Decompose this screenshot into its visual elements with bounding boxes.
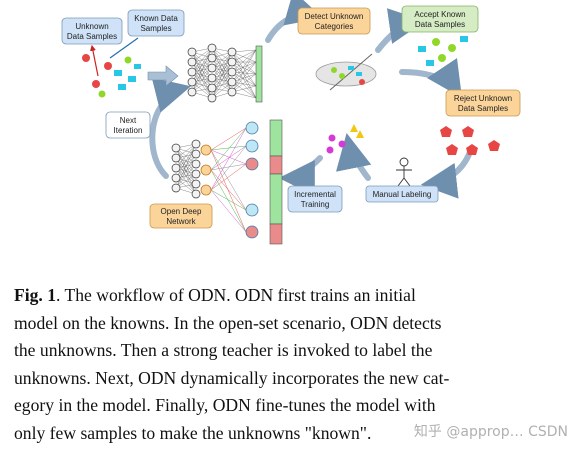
incremental-training-line1: Incremental <box>294 190 336 199</box>
pointer-unknown <box>89 44 99 77</box>
arrow-to-labeling <box>420 149 473 199</box>
manual-labeling-label: Manual Labeling <box>373 190 432 199</box>
pointer-known <box>109 37 139 59</box>
accept-known-line1: Accept Known <box>414 10 465 19</box>
reject-unknown-line2: Data Samples <box>458 104 508 113</box>
caption-line-1: Fig. 1. The workflow of ODN. ODN first t… <box>14 282 570 310</box>
caption-line-1-text: . The workflow of ODN. ODN first trains … <box>56 285 416 305</box>
detect-unknown-line1: Detect Unknown <box>305 12 364 21</box>
bottom-network <box>171 119 283 245</box>
new-category-samples <box>326 124 364 154</box>
arrow-to-new-category <box>336 132 372 181</box>
caption-line-2: model on the knowns. In the open-set sce… <box>14 312 442 333</box>
odn-workflow-figure: Unknown Data Samples Known Data Samples … <box>61 0 521 245</box>
next-iteration-line1: Next <box>120 116 137 125</box>
box-incremental-training: Incremental Training <box>287 185 343 213</box>
figure-caption: Fig. 1. The workflow of ODN. ODN first t… <box>14 282 570 448</box>
top-network <box>187 43 263 103</box>
unknown-samples-line2: Data Samples <box>67 32 117 41</box>
box-open-deep-network: Open Deep Network <box>149 203 213 229</box>
known-samples-line2: Samples <box>140 24 171 33</box>
box-known-samples: Known Data Samples <box>127 9 185 37</box>
box-next-iteration: Next Iteration <box>105 111 151 139</box>
unknown-samples-line1: Unknown <box>75 22 108 31</box>
caption-line-5: egory in the model. Finally, ODN fine-tu… <box>14 395 436 416</box>
box-accept-known: Accept Known Data Samples <box>401 5 479 33</box>
incremental-training-line2: Training <box>301 200 330 209</box>
accept-known-line2: Data Samples <box>415 20 465 29</box>
next-iteration-line2: Iteration <box>114 126 143 135</box>
watermark: 知乎 @approp… CSDN <box>413 424 568 440</box>
caption-line-6: only few samples to make the unknowns "k… <box>14 422 372 443</box>
input-arrow <box>147 65 179 87</box>
box-unknown-samples: Unknown Data Samples <box>61 17 123 45</box>
open-deep-network-line1: Open Deep <box>161 207 202 216</box>
box-detect-unknown: Detect Unknown Categories <box>297 7 371 35</box>
box-reject-unknown: Reject Unknown Data Samples <box>445 89 521 117</box>
arrow-to-incremental <box>278 155 323 196</box>
accepted-samples <box>418 36 468 66</box>
detect-unknown-line2: Categories <box>315 22 354 31</box>
open-deep-network-line2: Network <box>166 217 196 226</box>
caption-line-3: the unknowns. Then a strong teacher is i… <box>14 340 433 361</box>
teacher-figure <box>396 157 412 187</box>
reject-unknown-line1: Reject Unknown <box>454 94 512 103</box>
detection-plane <box>315 53 377 91</box>
arrow-next-iteration <box>149 77 191 179</box>
caption-label: Fig. 1 <box>14 285 57 305</box>
caption-line-4: unknowns. Next, ODN dynamically incorpor… <box>14 367 450 388</box>
rejected-samples <box>440 126 500 155</box>
cycle-arrows <box>149 0 473 199</box>
input-samples <box>82 54 141 98</box>
arrow-to-reject <box>399 58 462 98</box>
known-samples-line1: Known Data <box>134 14 178 23</box>
box-manual-labeling: Manual Labeling <box>365 185 439 203</box>
